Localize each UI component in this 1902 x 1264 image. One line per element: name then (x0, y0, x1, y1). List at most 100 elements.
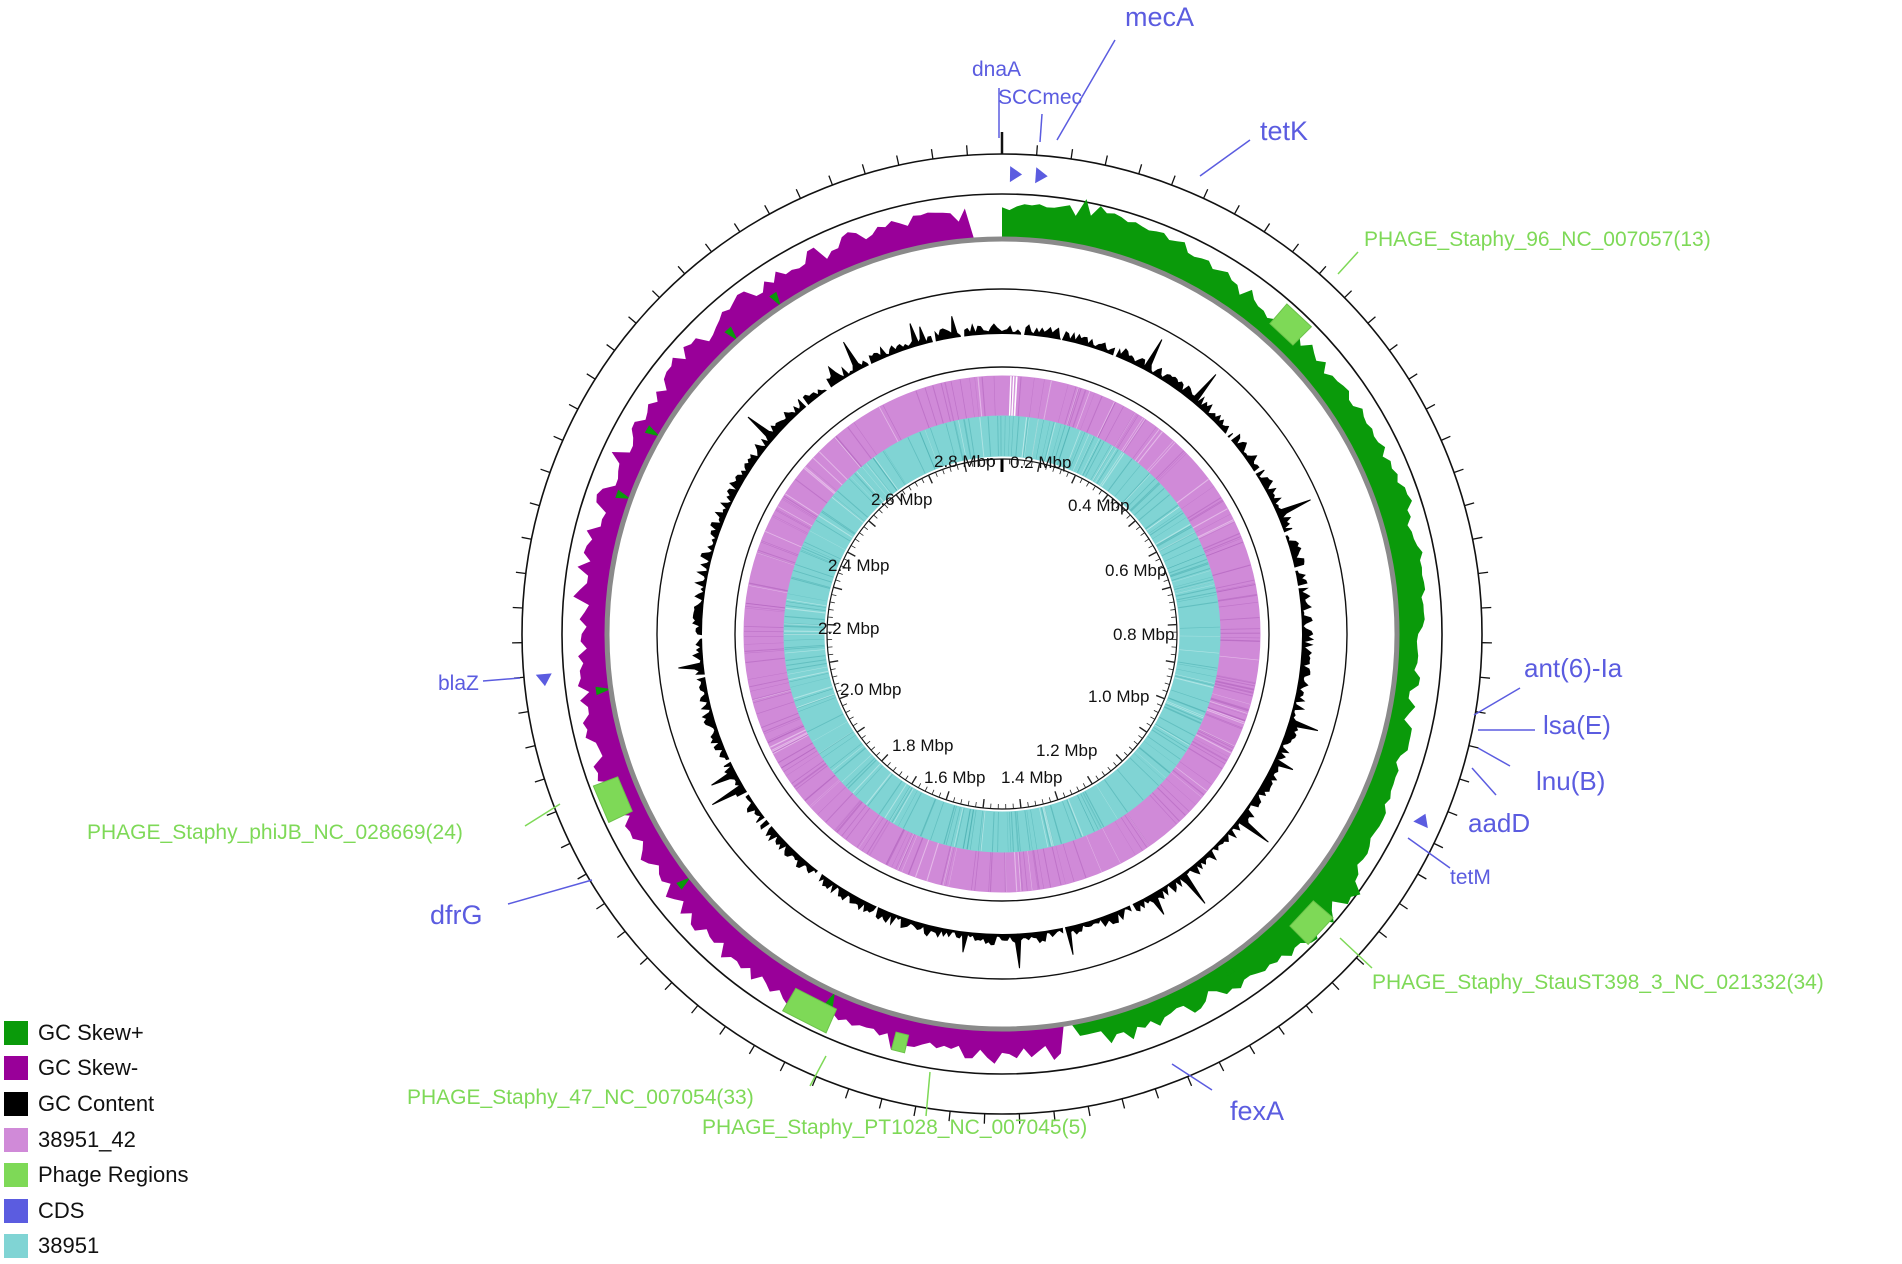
outer-tick (967, 145, 968, 155)
scale-label-0-4: 0.4 Mbp (1068, 496, 1129, 515)
legend-label: GC Skew+ (38, 1020, 144, 1046)
outer-tick (1155, 1089, 1158, 1098)
leader-line (810, 1056, 826, 1086)
scale-label-0-6: 0.6 Mbp (1105, 561, 1166, 580)
legend-item-38951-42: 38951_42 (4, 1122, 188, 1158)
outer-tick (1292, 244, 1298, 252)
outer-tick (1426, 404, 1435, 409)
leader-line (483, 678, 520, 681)
phage-label-47: PHAGE_Staphy_47_NC_007054(33) (407, 1086, 754, 1109)
outer-tick (578, 874, 587, 879)
legend-swatch (4, 1128, 28, 1152)
cds-label-tetm: tetM (1450, 866, 1491, 889)
outer-tick (607, 345, 615, 351)
outer-tick (734, 224, 739, 232)
outer-tick (569, 404, 578, 409)
outer-tick (1389, 345, 1397, 351)
legend-item-gc-content: GC Content (4, 1086, 188, 1122)
outer-tick (561, 843, 570, 847)
outer-tick (1071, 149, 1072, 159)
outer-tick (1454, 469, 1463, 472)
outer-tick (640, 958, 647, 965)
outer-tick (829, 176, 833, 185)
outer-tick (596, 903, 604, 909)
scale-label-1-2: 1.2 Mbp (1036, 741, 1097, 760)
outer-tick (1188, 1077, 1192, 1086)
outer-tick (525, 746, 535, 748)
outer-tick (541, 469, 550, 472)
legend-swatch (4, 1199, 28, 1223)
outer-tick (629, 317, 637, 323)
outer-tick (513, 607, 523, 608)
outer-tick (1264, 224, 1269, 232)
outer-tick (692, 1005, 698, 1013)
legend-swatch (4, 1021, 28, 1045)
outer-tick (1139, 164, 1142, 174)
outer-tick (1105, 155, 1107, 165)
outer-tick (720, 1026, 726, 1034)
scale-label-0-8: 0.8 Mbp (1113, 625, 1174, 644)
outer-tick (862, 164, 865, 174)
outer-tick (530, 503, 540, 506)
outer-tick (1234, 205, 1239, 214)
phage-label-phijb: PHAGE_Staphy_phiJB_NC_028669(24) (87, 821, 463, 844)
scale-label-1-6: 1.6 Mbp (924, 768, 985, 787)
cds-arrow (536, 673, 552, 686)
outer-tick (1037, 145, 1038, 155)
outer-tick (931, 149, 932, 159)
outer-tick (749, 1045, 754, 1054)
leader-line (1200, 140, 1250, 176)
outer-tick (1480, 677, 1490, 678)
outer-tick (522, 537, 532, 539)
cds-label-sccmec: SCCmec (998, 86, 1082, 109)
legend-item-gc-skew-plus: GC Skew+ (4, 1015, 188, 1051)
legend: GC Skew+ GC Skew- GC Content 38951_42 Ph… (4, 1015, 188, 1264)
legend-item-cds: CDS (4, 1193, 188, 1229)
outer-tick (1344, 291, 1351, 298)
outer-tick (678, 266, 685, 274)
outer-tick (652, 291, 659, 298)
outer-tick (1319, 266, 1326, 274)
cds-label-tetk: tetK (1260, 116, 1308, 146)
leader-line (1408, 838, 1450, 868)
cds-label-lnub: lnu(B) (1536, 766, 1605, 796)
legend-label: 38951_42 (38, 1127, 136, 1153)
legend-label: GC Skew- (38, 1055, 138, 1081)
phage-label-pt1028: PHAGE_Staphy_PT1028_NC_007045(5) (702, 1116, 1087, 1139)
outer-tick (1478, 572, 1488, 573)
leader-line (508, 880, 592, 904)
outer-tick (1278, 1026, 1284, 1034)
scale-label-0-2: 0.2 Mbp (1010, 453, 1071, 472)
outer-tick (587, 374, 595, 379)
leader-line (1340, 938, 1372, 968)
outer-tick (879, 1099, 882, 1109)
outer-tick (518, 712, 528, 714)
outer-tick (1204, 189, 1208, 198)
legend-swatch (4, 1056, 28, 1080)
outer-tick (1332, 982, 1339, 989)
outer-tick (780, 1062, 785, 1071)
outer-tick (1473, 537, 1483, 539)
leader-line (926, 1072, 930, 1116)
cds-label-blaz: blaZ (438, 672, 479, 695)
legend-label: 38951 (38, 1233, 99, 1259)
cds-label-dnaa: dnaA (972, 58, 1021, 81)
legend-label: GC Content (38, 1091, 154, 1117)
outer-tick (765, 205, 770, 214)
outer-tick (1219, 1062, 1224, 1071)
cds-arrow (1413, 814, 1428, 828)
outer-tick (1469, 746, 1479, 748)
outer-tick (1460, 779, 1470, 782)
leader-line (1472, 768, 1496, 795)
phage-label-staust398: PHAGE_Staphy_StauST398_3_NC_021332(34) (1372, 971, 1824, 994)
scale-label-2-0: 2.0 Mbp (840, 680, 901, 699)
scale-label-1-0: 1.0 Mbp (1088, 687, 1149, 706)
scale-label-1-4: 1.4 Mbp (1001, 768, 1062, 787)
outer-tick (1249, 1045, 1254, 1054)
outer-tick (1306, 1005, 1312, 1013)
scale-label-2-4: 2.4 Mbp (828, 556, 889, 575)
outer-tick (705, 244, 711, 252)
scale-label-2-6: 2.6 Mbp (871, 490, 932, 509)
cds-arrow (1035, 167, 1048, 183)
